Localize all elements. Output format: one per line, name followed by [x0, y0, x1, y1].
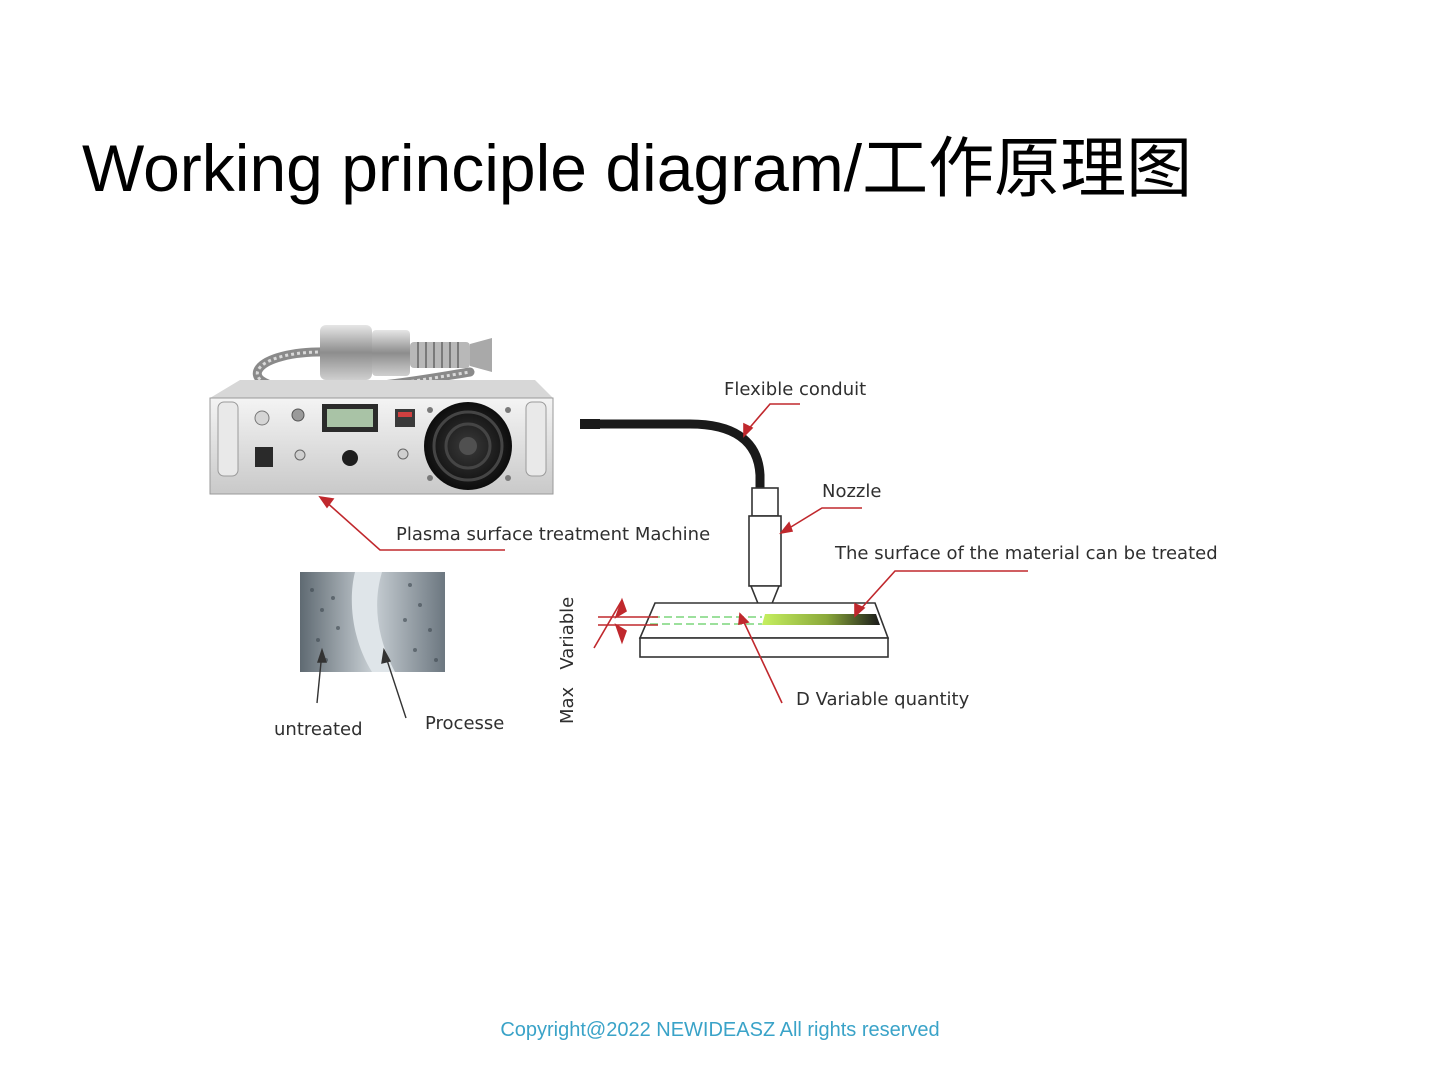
- plasma-machine-illustration: [210, 325, 600, 494]
- nozzle-illustration: [749, 488, 781, 616]
- cooling-fan-icon: [424, 402, 512, 490]
- untreated-label: untreated: [274, 719, 363, 740]
- flexible-conduit-label: Flexible conduit: [724, 379, 866, 400]
- variable-quantity-label: D Variable quantity: [796, 689, 970, 710]
- max-variable-label: Max Variable: [557, 597, 578, 724]
- machine-label: Plasma surface treatment Machine: [396, 524, 710, 545]
- processed-label: Processe: [425, 713, 504, 734]
- flexible-conduit: [600, 424, 760, 490]
- copyright-notice: Copyright@2022 NEWIDEASZ All rights rese…: [0, 1019, 1440, 1042]
- material-plate: [640, 603, 888, 657]
- lcd-display-icon: [322, 404, 378, 432]
- nozzle-label: Nozzle: [822, 481, 881, 502]
- surface-label: The surface of the material can be treat…: [834, 543, 1218, 564]
